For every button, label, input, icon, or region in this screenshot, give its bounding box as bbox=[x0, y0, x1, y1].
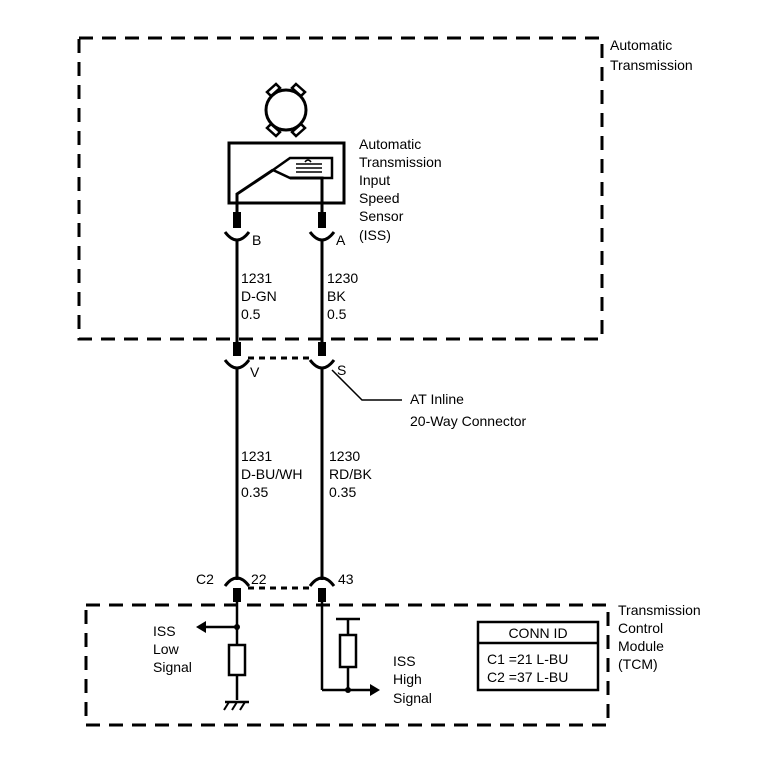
ground-icon bbox=[223, 700, 249, 711]
inline-connector-name-line2: 20-Way Connector bbox=[410, 413, 527, 429]
sensor-name-line3: Input bbox=[359, 172, 390, 188]
inline-pin-s: S bbox=[337, 362, 346, 378]
iss-high-signal-line3: Signal bbox=[393, 690, 432, 706]
tcm-title-line2: Control bbox=[618, 620, 663, 636]
tcm-connector bbox=[223, 576, 336, 602]
iss-low-signal-line1: ISS bbox=[153, 623, 176, 639]
wire-1231-lower-gauge: 0.35 bbox=[241, 484, 268, 500]
conn-id-header: CONN ID bbox=[508, 625, 567, 641]
sensor-name-line1: Automatic bbox=[359, 136, 421, 152]
tcm-pin-22: 22 bbox=[251, 571, 267, 587]
iss-high-signal-circuit bbox=[320, 600, 380, 696]
sensor-connector bbox=[223, 212, 336, 242]
iss-sensor-body bbox=[227, 141, 346, 205]
iss-high-signal-line1: ISS bbox=[393, 653, 416, 669]
transmission-title-line2: Transmission bbox=[610, 57, 693, 73]
wire-1230-lower-gauge: 0.35 bbox=[329, 484, 356, 500]
wire-1230-upper-gauge: 0.5 bbox=[327, 306, 347, 322]
sensor-name-line4: Speed bbox=[359, 190, 399, 206]
sensor-pin-a: A bbox=[336, 232, 346, 248]
conn-id-row-c2: C2 =37 L-BU bbox=[487, 669, 568, 685]
wire-1231-upper-gauge: 0.5 bbox=[241, 306, 261, 322]
sensor-name-line2: Transmission bbox=[359, 154, 442, 170]
tcm-title-line3: Module bbox=[618, 638, 664, 654]
wire-1231-lower-circuit: 1231 bbox=[241, 448, 272, 464]
tcm-title-line1: Transmission bbox=[618, 602, 701, 618]
sensor-element-icon bbox=[235, 156, 334, 214]
transmission-title-line1: Automatic bbox=[610, 37, 672, 53]
transmission-boundary bbox=[77, 36, 604, 341]
inline-pin-v: V bbox=[250, 364, 260, 380]
wire-1230-upper-color: BK bbox=[327, 288, 346, 304]
sensor-name-line6: (ISS) bbox=[359, 227, 391, 243]
tcm-title-line4: (TCM) bbox=[618, 656, 658, 672]
tcm-pin-43: 43 bbox=[338, 571, 354, 587]
wire-1231-upper-color: D-GN bbox=[241, 288, 277, 304]
tone-wheel-icon bbox=[264, 82, 308, 138]
wire-1230-lower-color: RD/BK bbox=[329, 466, 372, 482]
iss-low-signal-line3: Signal bbox=[153, 659, 192, 675]
inline-connector-name-line1: AT Inline bbox=[410, 391, 464, 407]
tcm-boundary bbox=[84, 603, 610, 727]
iss-low-signal-circuit bbox=[196, 600, 247, 700]
conn-id-table bbox=[476, 620, 600, 692]
iss-low-signal-line2: Low bbox=[153, 641, 180, 657]
sensor-name-line5: Sensor bbox=[359, 208, 404, 224]
wire-1231-lower-color: D-BU/WH bbox=[241, 466, 302, 482]
conn-id-row-c1: C1 =21 L-BU bbox=[487, 651, 568, 667]
wire-1230-lower-circuit: 1230 bbox=[329, 448, 360, 464]
iss-high-signal-line2: High bbox=[393, 671, 422, 687]
wire-1230-upper-circuit: 1230 bbox=[327, 270, 358, 286]
wire-1231-upper-circuit: 1231 bbox=[241, 270, 272, 286]
sensor-pin-b: B bbox=[252, 232, 261, 248]
tcm-connector-id: C2 bbox=[196, 571, 214, 587]
